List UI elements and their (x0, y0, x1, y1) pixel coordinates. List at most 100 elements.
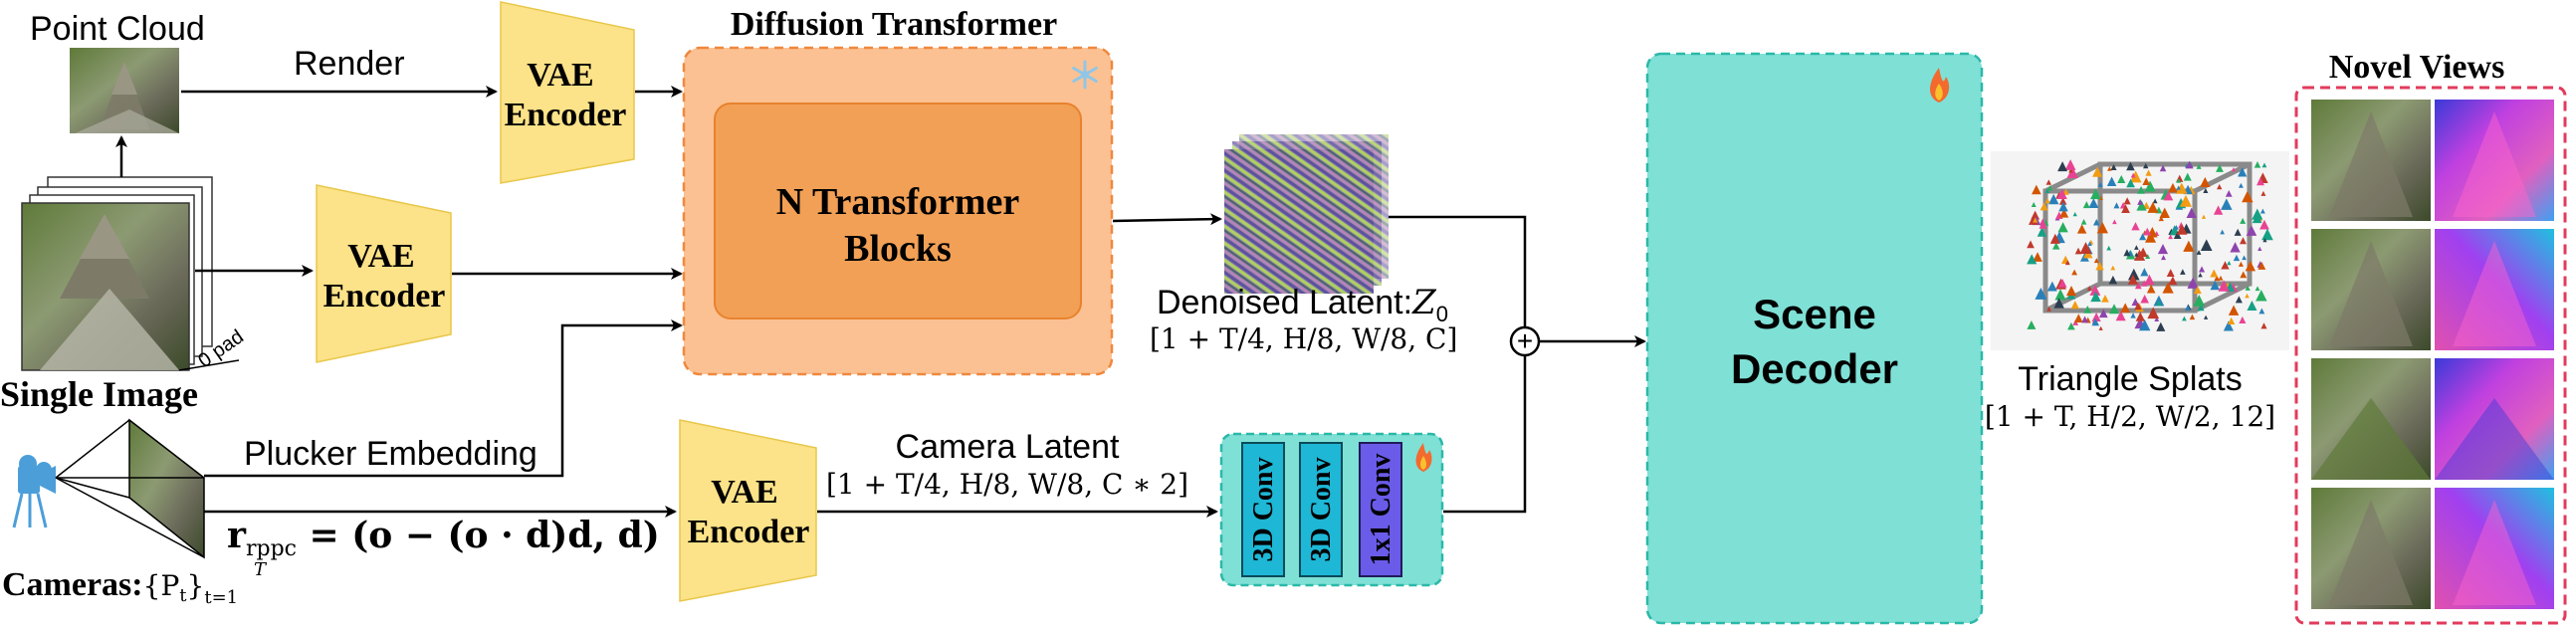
splat-particle (2140, 294, 2149, 304)
splat-particle (2107, 166, 2112, 171)
splat-particle (2180, 194, 2192, 207)
splat-particle (2235, 296, 2243, 304)
splat-particle (2058, 197, 2067, 205)
splat-particle (2161, 255, 2167, 261)
splat-particle (2143, 162, 2149, 169)
splat-particle (2247, 300, 2257, 311)
splat-particle (2200, 176, 2211, 188)
triangle-splats-label: Triangle Splats (2018, 360, 2243, 398)
splat-particle (2033, 252, 2042, 262)
splat-particle (2027, 240, 2035, 249)
splat-particle (2056, 188, 2067, 200)
splat-particle (2218, 275, 2224, 281)
splat-particle (2218, 280, 2230, 292)
splat-particle (2168, 182, 2178, 193)
splat-particle (2187, 277, 2199, 289)
splat-particle (2054, 289, 2066, 301)
splat-particle (2092, 218, 2100, 226)
splat-particle (2189, 314, 2196, 320)
splat-particle (2096, 222, 2108, 234)
splat-particle (2123, 249, 2131, 257)
splat-particle (2183, 172, 2192, 181)
conv-3d-2-label: 3D Conv (1306, 457, 1337, 561)
splat-particle (2158, 215, 2164, 222)
denoised-latent-label: Denoised Latent:Z0 (1157, 283, 1448, 326)
splat-particle (2074, 247, 2082, 255)
splat-particle (2120, 303, 2131, 314)
denoised-latent-stack (1224, 134, 1389, 294)
cameras-label: Cameras:{Pt}t=1 (2, 566, 238, 608)
splat-particle (2259, 219, 2269, 230)
splat-particle (2134, 252, 2139, 257)
splat-particle (2216, 164, 2224, 172)
splat-particle (2067, 321, 2075, 330)
splat-particle (2093, 258, 2099, 264)
splat-particle (2049, 233, 2060, 244)
splat-particle (2135, 312, 2145, 321)
splat-particle (2129, 170, 2142, 183)
splat-particle (2234, 228, 2242, 236)
splat-particle (2173, 231, 2182, 240)
splat-particle (2097, 181, 2103, 187)
svg-text:VAE: VAE (711, 474, 777, 511)
splat-particle (2184, 305, 2191, 312)
splat-particle (2091, 312, 2101, 322)
line-latent-to-plus (1389, 215, 1527, 326)
splat-particle (2065, 286, 2077, 297)
novel-views-title: Novel Views (2329, 49, 2505, 86)
svg-text:VAE: VAE (347, 238, 414, 275)
diffusion-transformer-title: Diffusion Transformer (731, 6, 1057, 43)
splat-particle (2079, 242, 2092, 255)
splat-particle (2166, 269, 2175, 278)
splat-particle (2121, 204, 2130, 214)
splat-particle (2240, 217, 2247, 224)
splat-particle (2095, 262, 2104, 271)
splat-particle (2198, 266, 2206, 273)
novel-view-normal (2435, 100, 2554, 221)
splat-particle (2131, 298, 2140, 307)
splat-particle (2141, 280, 2148, 287)
splat-particle (2260, 322, 2267, 329)
splat-particle (2220, 229, 2225, 235)
splat-particle (2228, 305, 2240, 316)
splat-particle (2127, 268, 2140, 281)
splat-particle (2134, 282, 2142, 290)
fire-icon (1415, 443, 1432, 472)
splat-particle (2261, 228, 2273, 241)
plus-symbol: + (1517, 325, 1533, 356)
novel-views-grid (2311, 100, 2554, 609)
splat-particle (2227, 261, 2232, 266)
splat-particle (2109, 304, 2119, 315)
splat-particle (2076, 224, 2087, 234)
splat-particle (2139, 318, 2151, 331)
splat-particle (2238, 182, 2244, 188)
splat-particle (2106, 245, 2111, 251)
splat-particle (2155, 300, 2162, 307)
splat-particle (2130, 313, 2136, 318)
camera-frustum (55, 418, 205, 559)
splat-particle (2057, 279, 2067, 288)
splat-particle (2098, 309, 2108, 318)
splat-particle (2101, 294, 2109, 303)
splat-particle (2180, 269, 2186, 275)
scene-decoder-box: Scene Decoder (1645, 52, 1984, 625)
splat-particle (2039, 218, 2046, 226)
splat-particle (2071, 269, 2078, 276)
splat-particle (2087, 241, 2092, 246)
camera-latent-label: Camera Latent (896, 428, 1120, 466)
splat-particle (2032, 184, 2041, 195)
splat-particle (2200, 239, 2213, 251)
splat-particle (2031, 201, 2037, 207)
splat-particle (2176, 178, 2182, 183)
svg-text:Encoder: Encoder (323, 278, 446, 315)
splat-particle (2147, 307, 2160, 319)
splat-particle (2088, 198, 2099, 209)
splat-particle (2238, 167, 2248, 177)
splat-particle (2183, 240, 2195, 252)
snowflake-icon (1072, 60, 1098, 90)
splat-particle (2221, 198, 2233, 210)
splat-particle (2047, 185, 2053, 191)
rppc-formula: rrppc = (o − (o · d)d, d) (227, 515, 660, 561)
splat-particle (2201, 214, 2207, 219)
denoised-latent-shape: [1 + T/4, H/8, W/8, C] (1150, 322, 1457, 355)
